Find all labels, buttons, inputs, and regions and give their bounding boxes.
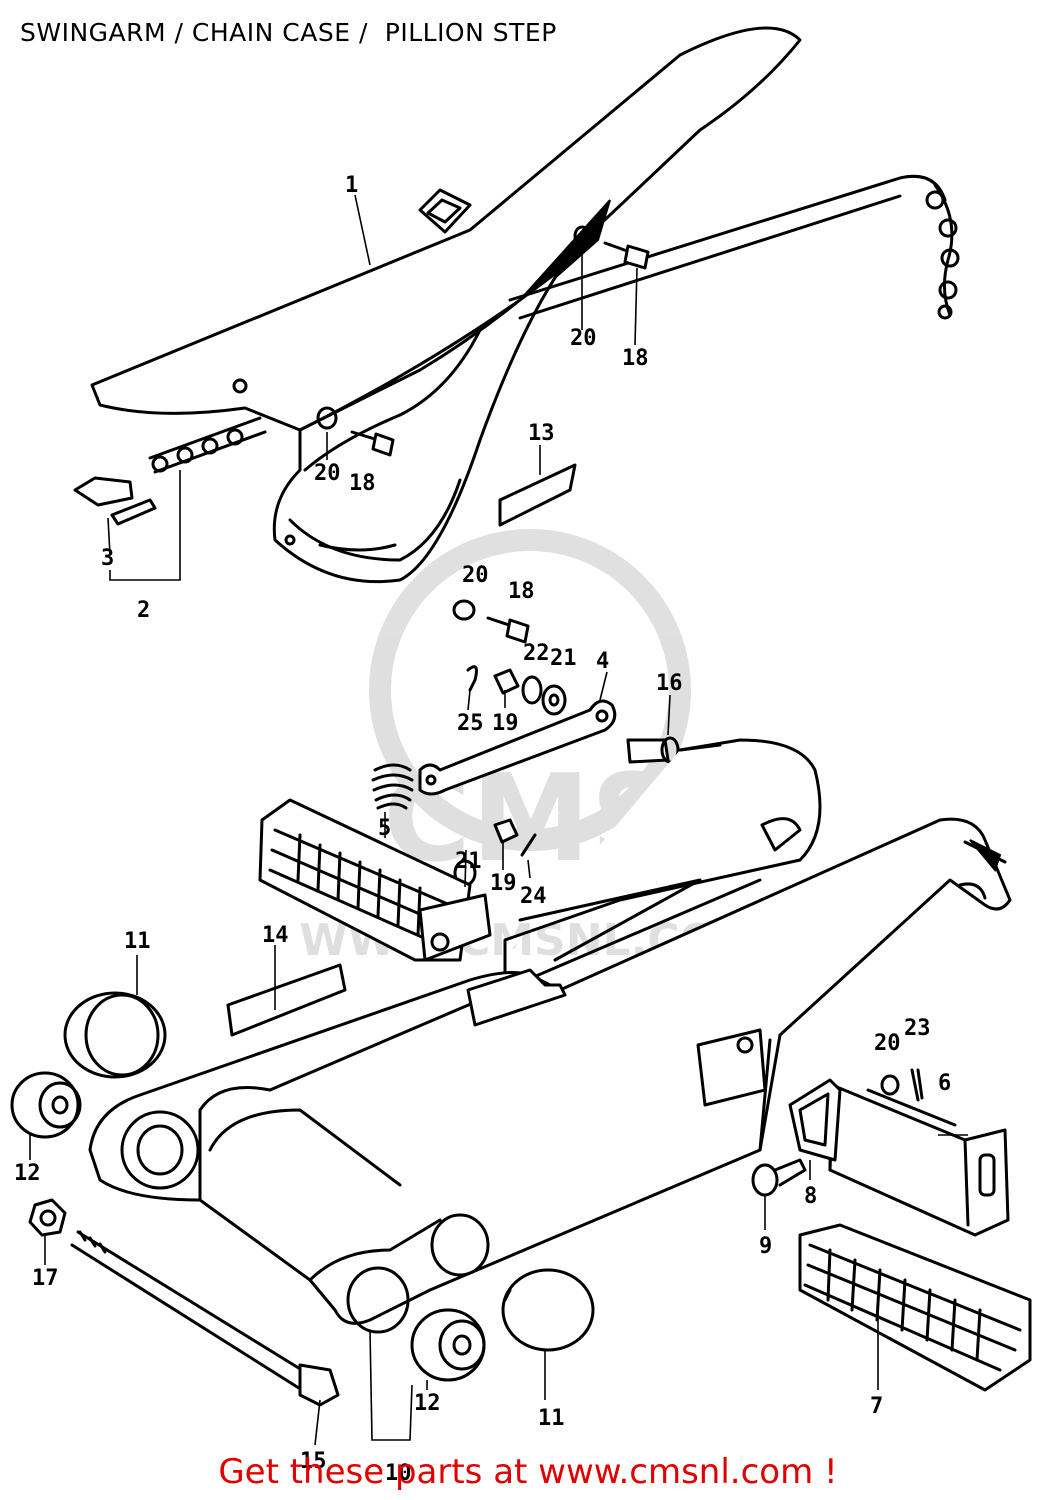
callout-20-lower: 20 <box>462 563 489 588</box>
part-bushing-upper[interactable] <box>10 1071 82 1139</box>
part-bushing-lower[interactable] <box>410 1308 486 1382</box>
swingarm-stud[interactable] <box>466 968 567 1027</box>
part-pin-9[interactable] <box>751 1158 807 1197</box>
callout-3: 3 <box>101 546 114 571</box>
part-decal-14[interactable] <box>226 963 347 1037</box>
pillion-step-right[interactable] <box>798 1223 1032 1392</box>
callout-18-lower: 18 <box>508 579 535 604</box>
callout-18-middle: 18 <box>349 471 376 496</box>
part-dust-seal-cap-lower[interactable] <box>501 1268 595 1352</box>
part-plate-8[interactable] <box>788 1078 842 1162</box>
callout-24: 24 <box>520 884 547 909</box>
step-bracket-upper[interactable] <box>488 738 822 982</box>
callout-2: 2 <box>137 598 150 623</box>
callout-20-right: 20 <box>874 1031 901 1056</box>
diagram-title: SWINGARM / CHAIN CASE / PILLION STEP <box>20 18 557 47</box>
pillion-step-left[interactable] <box>258 798 492 962</box>
part-step-bar[interactable] <box>828 1083 1010 1237</box>
part-link-rod[interactable] <box>418 699 617 796</box>
callout-labels: 1 2 3 4 5 6 7 8 9 10 11 11 12 12 13 14 1… <box>14 173 951 1486</box>
callout-16: 16 <box>656 671 683 696</box>
callout-13: 13 <box>528 421 555 446</box>
part-dust-seal-cap-upper[interactable] <box>63 991 167 1079</box>
part-spring[interactable] <box>371 763 414 810</box>
callout-23: 23 <box>904 1016 931 1041</box>
callout-12-upper: 12 <box>14 1161 41 1186</box>
callout-17: 17 <box>32 1266 59 1291</box>
part-pivot-bolt[interactable] <box>70 1230 340 1407</box>
small-hardware[interactable] <box>453 665 567 887</box>
callout-11-upper: 11 <box>124 929 151 954</box>
callout-10: 10 <box>385 1461 412 1486</box>
callout-14: 14 <box>262 923 289 948</box>
callout-21-upper: 21 <box>550 646 577 671</box>
callout-18-upper: 18 <box>622 346 649 371</box>
step-mount-bracket[interactable] <box>696 1028 767 1107</box>
callout-20-middle: 20 <box>314 461 341 486</box>
bolts-and-washers[interactable] <box>316 225 650 644</box>
callout-22: 22 <box>523 641 550 666</box>
callout-11-lower: 11 <box>538 1406 565 1431</box>
part-nut-17[interactable] <box>28 1198 67 1237</box>
part-chain-case-lower[interactable] <box>272 268 577 584</box>
callout-6: 6 <box>938 1071 951 1096</box>
callout-19-lower: 19 <box>490 871 517 896</box>
callout-25: 25 <box>457 711 484 736</box>
washer-and-cotter[interactable] <box>880 1068 924 1102</box>
callout-9: 9 <box>759 1234 772 1259</box>
parts-link-footer[interactable]: Get these parts at www.cmsnl.com ! <box>218 1452 838 1492</box>
callout-19-upper: 19 <box>492 711 519 736</box>
part-swingarm[interactable] <box>88 817 1012 1334</box>
part-drive-chain[interactable] <box>73 174 960 526</box>
callout-5: 5 <box>378 816 391 841</box>
callout-leaders <box>29 194 968 1446</box>
callout-7: 7 <box>870 1394 883 1419</box>
callout-15: 15 <box>300 1449 327 1474</box>
callout-12-lower: 12 <box>414 1391 441 1416</box>
callout-20-upper: 20 <box>570 326 597 351</box>
callout-8: 8 <box>804 1184 817 1209</box>
callout-4: 4 <box>596 649 609 674</box>
callout-1: 1 <box>345 173 358 198</box>
callout-21-lower: 21 <box>455 849 482 874</box>
